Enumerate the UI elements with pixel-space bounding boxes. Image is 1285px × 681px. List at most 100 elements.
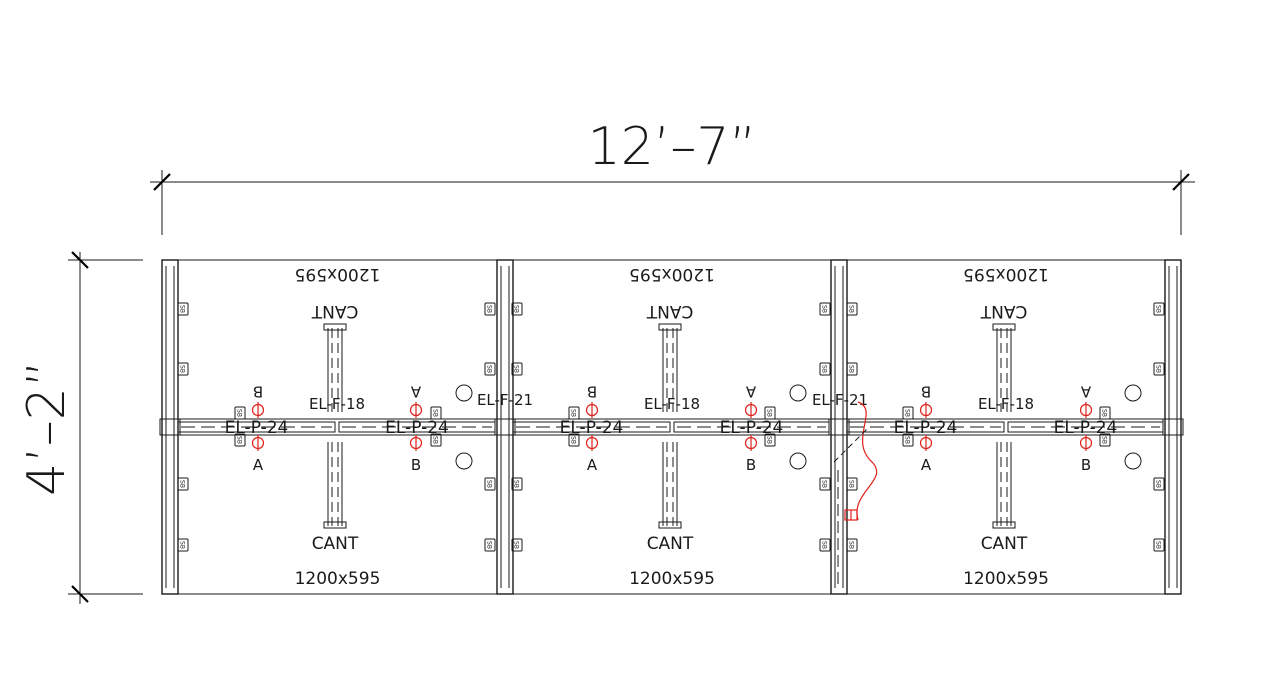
- support-bracket-label: SB: [848, 365, 855, 373]
- support-bracket-box: [568, 406, 580, 420]
- support-bracket-label: SB: [904, 436, 911, 444]
- support-bracket-tag: SB: [177, 302, 189, 316]
- support-bracket-label: SB: [821, 480, 828, 488]
- support-bracket-tag: SB: [177, 477, 189, 491]
- outlet-label-lower: A: [587, 456, 598, 474]
- cable-grommet: [789, 452, 807, 470]
- support-bracket-tag: SB: [902, 406, 914, 420]
- spine-panel-segment: [177, 421, 336, 433]
- support-bracket-tag: SB: [1099, 406, 1111, 420]
- support-bracket-tag: SB: [819, 302, 831, 316]
- support-bracket-tag: SB: [484, 302, 496, 316]
- support-bracket-tag: SB: [177, 362, 189, 376]
- support-bracket-tag: SB: [511, 362, 523, 376]
- support-bracket-label: SB: [821, 365, 828, 373]
- support-bracket-box: [764, 406, 776, 420]
- support-bracket-box: [1099, 433, 1111, 447]
- support-bracket-box: [177, 362, 189, 376]
- support-bracket-label: SB: [1155, 480, 1162, 488]
- cantilever-cap: [323, 521, 347, 529]
- support-bracket-box: [234, 433, 246, 447]
- support-bracket-box: [430, 433, 442, 447]
- support-bracket-tag: SB: [234, 433, 246, 447]
- outlet-label-upper: B: [587, 383, 597, 401]
- support-bracket-box: [819, 302, 831, 316]
- spine-panel-tag: EL-P-24: [894, 418, 958, 438]
- support-bracket-box: [234, 406, 246, 420]
- support-bracket-tag: SB: [846, 538, 858, 552]
- support-bracket-label: SB: [236, 409, 243, 417]
- support-bracket-label: SB: [513, 305, 520, 313]
- support-bracket-label: SB: [432, 436, 439, 444]
- support-bracket-box: [484, 302, 496, 316]
- support-bracket-box: [846, 302, 858, 316]
- width-tick-left: [153, 173, 171, 191]
- support-bracket-label: SB: [486, 365, 493, 373]
- support-bracket-label: SB: [486, 305, 493, 313]
- depth-dimension: 4’–2”: [17, 251, 143, 604]
- support-bracket-tag: SB: [430, 433, 442, 447]
- spine-panel-tag: EL-P-24: [385, 418, 449, 438]
- support-bracket-label: SB: [1101, 409, 1108, 417]
- support-bracket-label: SB: [432, 409, 439, 417]
- desk-top-size-label-lower: 1200x595: [963, 569, 1049, 589]
- support-bracket-label: SB: [1155, 305, 1162, 313]
- cable-grommet: [455, 384, 473, 402]
- support-bracket-label: SB: [766, 436, 773, 444]
- support-bracket-tag: SB: [568, 406, 580, 420]
- outlet-label-lower: B: [411, 456, 421, 474]
- width-tick-right: [1172, 173, 1190, 191]
- power-feed-wire: [856, 401, 878, 521]
- cantilever-cap: [992, 323, 1016, 331]
- support-bracket-label: SB: [179, 305, 186, 313]
- support-bracket-box: [764, 433, 776, 447]
- desk-top-size-label-upper: 1200x595: [295, 264, 381, 284]
- support-bracket-label: SB: [236, 436, 243, 444]
- support-bracket-tag: SB: [764, 433, 776, 447]
- support-bracket-label: SB: [904, 409, 911, 417]
- support-bracket-tag: SB: [819, 362, 831, 376]
- end-panel-connector: [1162, 418, 1184, 436]
- support-bracket-tag: SB: [846, 477, 858, 491]
- outlet-label-upper: B: [921, 383, 931, 401]
- support-bracket-tag: SB: [177, 538, 189, 552]
- support-bracket-label: SB: [570, 436, 577, 444]
- support-bracket-label: SB: [848, 541, 855, 549]
- end-panel-connector: [494, 418, 516, 436]
- spine-panel-segment: [512, 421, 671, 433]
- support-bracket-box: [819, 538, 831, 552]
- support-bracket-box: [846, 538, 858, 552]
- support-bracket-tag: SB: [511, 477, 523, 491]
- support-bracket-label: SB: [513, 541, 520, 549]
- end-panel-tag: EL-F-18: [644, 395, 700, 413]
- support-bracket-box: [484, 538, 496, 552]
- desk-top-size-label-upper: 1200x595: [963, 264, 1049, 284]
- support-bracket-box: [511, 538, 523, 552]
- support-bracket-box: [1153, 538, 1165, 552]
- support-bracket-tag: SB: [430, 406, 442, 420]
- spine-panel-segment: [846, 421, 1005, 433]
- support-bracket-box: [1153, 477, 1165, 491]
- support-bracket-tag: SB: [1153, 362, 1165, 376]
- support-bracket-box: [430, 406, 442, 420]
- support-bracket-tag: SB: [511, 302, 523, 316]
- support-bracket-box: [819, 477, 831, 491]
- support-bracket-box: [177, 477, 189, 491]
- outlet-label-lower: A: [253, 456, 264, 474]
- desk-top-size-label-upper: 1200x595: [629, 264, 715, 284]
- end-panel-connector: [828, 418, 850, 436]
- cantilever-label-lower: CANT: [981, 534, 1028, 554]
- support-bracket-label: SB: [513, 365, 520, 373]
- end-panel-connector: [159, 418, 181, 436]
- support-bracket-tag: SB: [1099, 433, 1111, 447]
- support-bracket-tag: SB: [484, 477, 496, 491]
- outlet-label-lower: A: [921, 456, 932, 474]
- end-panel-tag: EL-F-21: [477, 391, 533, 409]
- support-bracket-box: [1099, 406, 1111, 420]
- support-bracket-box: [819, 362, 831, 376]
- support-bracket-label: SB: [179, 480, 186, 488]
- spine-panel-tag: EL-P-24: [560, 418, 624, 438]
